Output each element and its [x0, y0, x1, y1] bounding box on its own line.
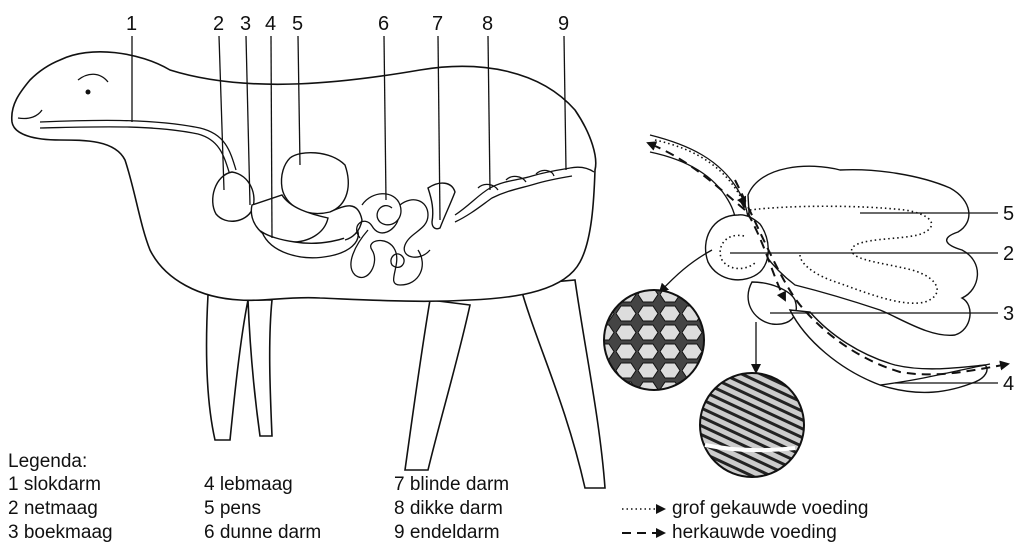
sheep-hind-leg-left — [405, 300, 470, 470]
sheep-label-6: 6 — [378, 13, 389, 35]
sheep-label-3: 3 — [240, 13, 251, 35]
legend-column-1: 1 slokdarm 2 netmaag 3 boekmaag — [8, 473, 113, 545]
stomach-label-3: 3 — [1003, 303, 1014, 325]
stomach-esophagus — [650, 135, 748, 222]
stomach-label-2: 2 — [1003, 243, 1014, 265]
sheep-label-8: 8 — [482, 13, 493, 35]
legend-item: 3 boekmaag — [8, 521, 113, 545]
sheep-label-5: 5 — [292, 13, 303, 35]
legend-line-samples — [622, 509, 664, 533]
sheep-label-2: 2 — [213, 13, 224, 35]
legend-title: Legenda: — [8, 450, 87, 474]
sheep-front-leg-right — [248, 300, 272, 436]
sheep-label-7: 7 — [432, 13, 443, 35]
legend-item: 1 slokdarm — [8, 473, 113, 497]
reticulum-honeycomb-magnifier — [604, 290, 704, 390]
legend-item: 2 netmaag — [8, 497, 113, 521]
sheep-hind-leg-right — [520, 280, 605, 488]
legend-column-3: 7 blinde darm 8 dikke darm 9 endeldarm — [394, 473, 509, 545]
sheep-label-4: 4 — [265, 13, 276, 35]
sheep-front-leg-left — [206, 295, 248, 440]
stomach-label-5: 5 — [1003, 203, 1014, 225]
legend-item: 7 blinde darm — [394, 473, 509, 497]
legend-item: 4 lebmaag — [204, 473, 321, 497]
sheep-label-1: 1 — [126, 13, 137, 35]
sheep-label-9: 9 — [558, 13, 569, 35]
stomach-rechewed-flow — [648, 143, 745, 210]
omasum-leaves-magnifier — [700, 373, 804, 477]
legend-item: 8 dikke darm — [394, 497, 509, 521]
stomach-detail-illustration — [604, 135, 1008, 477]
legend-dashed-label: herkauwde voeding — [672, 521, 837, 545]
legend-dotted-label: grof gekauwde voeding — [672, 497, 868, 521]
stomach-reticulum — [706, 215, 769, 280]
legend-column-2: 4 lebmaag 5 pens 6 dunne darm — [204, 473, 321, 545]
stomach-label-4: 4 — [1003, 373, 1014, 395]
legend-item: 9 endeldarm — [394, 521, 509, 545]
legend-item: 6 dunne darm — [204, 521, 321, 545]
legend-item: 5 pens — [204, 497, 321, 521]
sheep-illustration — [12, 52, 605, 488]
